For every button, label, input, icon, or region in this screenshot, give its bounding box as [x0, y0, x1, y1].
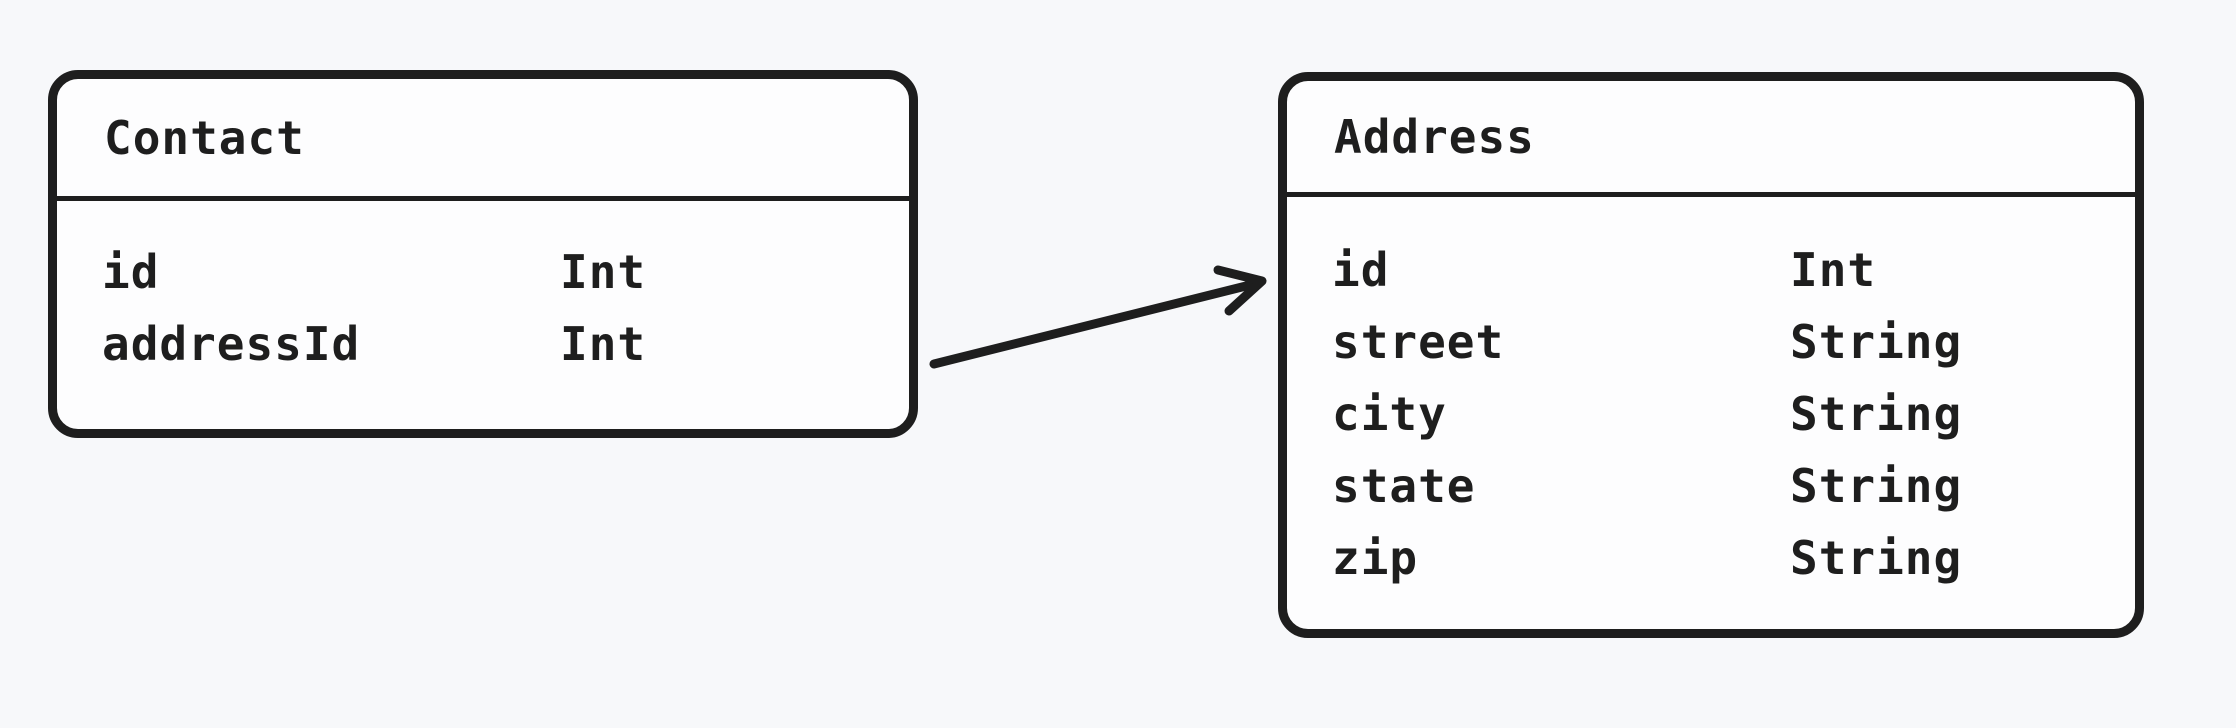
field-row: id Int: [102, 236, 909, 308]
field-row: zip String: [1332, 522, 2135, 594]
field-name: id: [102, 245, 160, 299]
field-row: state String: [1332, 450, 2135, 522]
entity-address-header: Address: [1287, 81, 2135, 197]
field-type: Int: [560, 245, 647, 299]
field-row: street String: [1332, 306, 2135, 378]
field-type: Int: [1790, 243, 1877, 297]
field-name: id: [1332, 243, 1390, 297]
field-type: Int: [560, 317, 647, 371]
entity-contact[interactable]: Contact id Int addressId Int: [48, 70, 918, 438]
entity-title: Contact: [104, 110, 305, 165]
field-name: state: [1332, 459, 1476, 513]
field-row: addressId Int: [102, 308, 909, 380]
field-type: String: [1790, 459, 1963, 513]
relationship-arrow-shaft[interactable]: [929, 279, 1259, 369]
entity-title: Address: [1334, 109, 1535, 164]
entity-contact-body: id Int addressId Int: [57, 201, 909, 380]
entity-address-body: id Int street String city String state S…: [1287, 197, 2135, 594]
field-type: String: [1790, 387, 1963, 441]
field-name: zip: [1332, 531, 1419, 585]
field-name: street: [1332, 315, 1505, 369]
field-name: city: [1332, 387, 1447, 441]
field-row: id Int: [1332, 234, 2135, 306]
field-type: String: [1790, 315, 1963, 369]
field-type: String: [1790, 531, 1963, 585]
relationship-arrowhead-icon: [1213, 265, 1267, 316]
entity-address[interactable]: Address id Int street String city String…: [1278, 72, 2144, 638]
field-name: addressId: [102, 317, 361, 371]
field-row: city String: [1332, 378, 2135, 450]
entity-contact-header: Contact: [57, 79, 909, 201]
